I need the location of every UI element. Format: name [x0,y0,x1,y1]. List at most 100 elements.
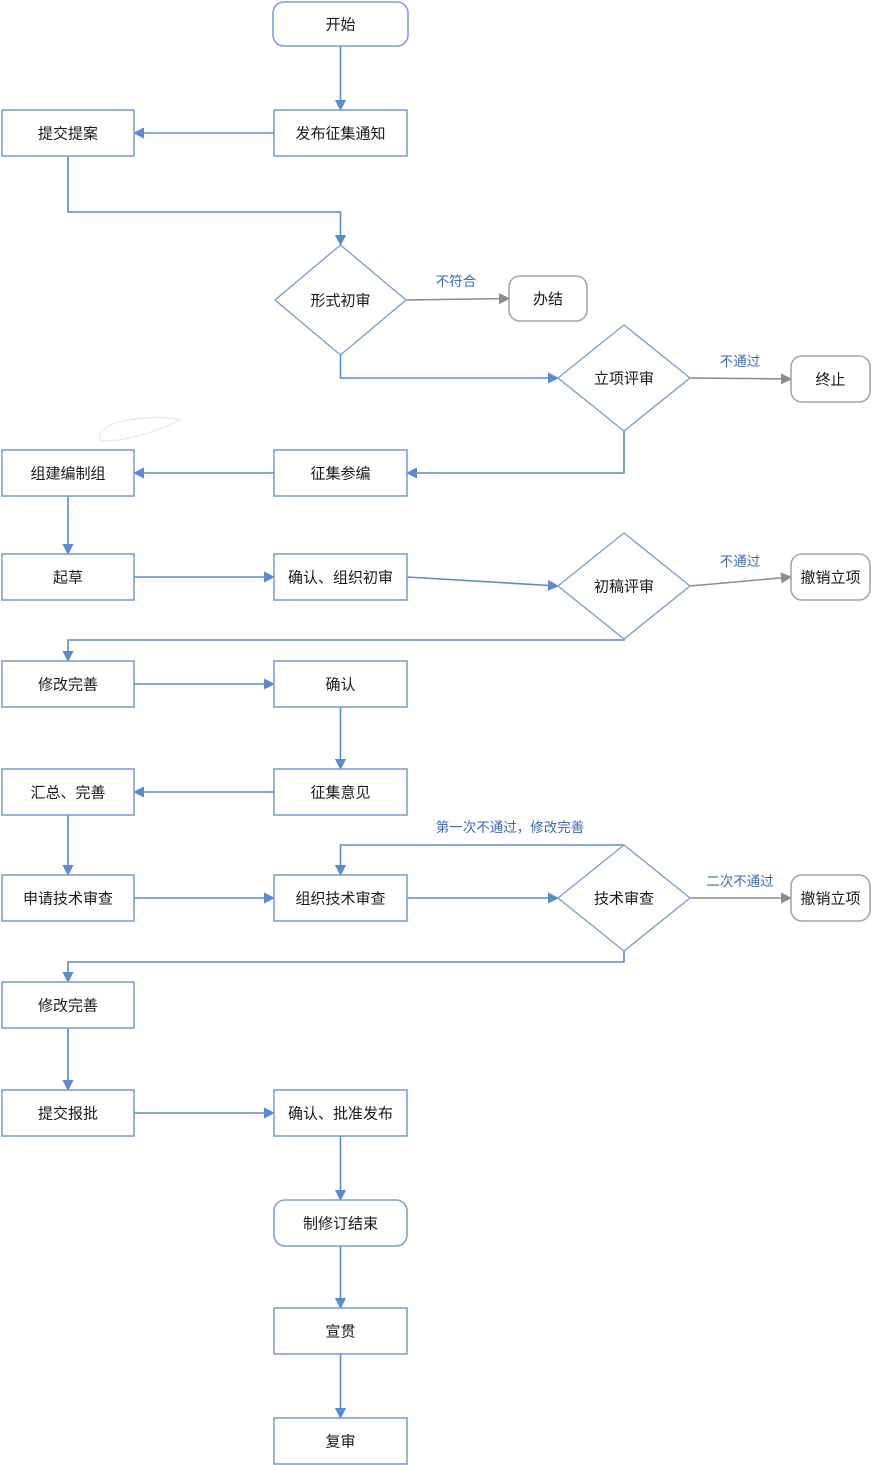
scan-artifact [99,416,182,442]
node-label: 撤销立项 [800,890,860,908]
edge-label-lbl-second: 二次不通过 [706,874,774,890]
node-shape-rect [1,874,135,922]
node-gatheropin[interactable]: 征集意见 [273,768,408,816]
node-applytech[interactable]: 申请技术审查 [1,874,135,922]
node-summarize[interactable]: 汇总、完善 [1,768,135,816]
node-shape-rounded [790,553,871,601]
node-cancel1[interactable]: 撤销立项 [790,553,871,601]
edge-projreview-to-recruit [405,431,625,479]
node-confirmorg[interactable]: 确认、组织初审 [273,553,408,601]
node-promote[interactable]: 宣贯 [273,1307,408,1355]
node-shape-rect [1,449,135,497]
node-projreview[interactable]: 立项评审 [556,324,692,432]
node-cancel2[interactable]: 撤销立项 [790,874,871,922]
node-shape-rect [273,553,408,601]
node-shape-rounded [272,1,409,47]
node-orgtech[interactable]: 组织技术审查 [273,874,408,922]
node-rereview[interactable]: 复审 [273,1417,408,1465]
edge-projreview-to-terminate [689,373,793,385]
edge-formcheck-to-closed [405,293,511,305]
node-shape-rect [273,768,408,816]
node-terminate[interactable]: 终止 [790,355,871,403]
node-formgroup[interactable]: 组建编制组 [1,449,135,497]
node-notice[interactable]: 发布征集通知 [273,109,408,157]
node-submit[interactable]: 提交提案 [1,109,135,157]
node-shape-rounded [508,275,588,322]
edge-label-lbl-buf: 不符合 [436,274,477,290]
node-label: 确认、组织初审 [288,569,393,587]
node-label: 确认、批准发布 [288,1105,393,1123]
node-label: 形式初审 [310,292,370,310]
node-revise1[interactable]: 修改完善 [1,660,135,708]
node-label: 初稿评审 [594,578,654,596]
edge-label-lbl-butong1: 不通过 [720,354,761,370]
node-label: 开始 [325,16,355,34]
node-label: 组建编制组 [30,465,105,483]
node-shape-diamond [556,844,692,952]
node-shape-rect [273,1307,408,1355]
node-approvepub[interactable]: 确认、批准发布 [273,1089,408,1137]
node-shape-rect [273,660,408,708]
node-shape-rect [1,1089,135,1137]
edge-techreview-to-revise2 [62,951,625,984]
node-recruit[interactable]: 征集参编 [273,449,408,497]
node-shape-rounded [790,874,871,922]
node-shape-rounded [273,1199,408,1247]
node-techreview[interactable]: 技术审查 [556,844,692,952]
edge-confirmorg-to-draftreview [406,576,560,591]
edge-label-lbl-first: 第一次不通过，修改完善 [436,819,585,836]
node-label: 组织技术审查 [295,890,385,908]
node-shape-diamond [556,532,692,640]
node-shape-rect [1,768,135,816]
node-label: 撤销立项 [800,569,860,587]
node-shape-rect [1,109,135,157]
node-draftreview[interactable]: 初稿评审 [556,532,692,640]
node-label: 制修订结束 [303,1215,378,1233]
node-formcheck[interactable]: 形式初审 [273,244,408,356]
node-shape-diamond [556,324,692,432]
node-label: 申请技术审查 [23,890,113,908]
node-confirm1[interactable]: 确认 [273,660,408,708]
edge-draftreview-to-revise1 [62,639,625,663]
node-label: 立项评审 [594,370,654,388]
node-label: 汇总、完善 [30,784,105,802]
node-start[interactable]: 开始 [272,1,409,47]
node-shape-rect [1,660,135,708]
edge-techreview-to-orgtech [334,844,624,877]
node-label: 提交报批 [38,1105,98,1123]
node-label: 宣贯 [325,1323,355,1341]
node-shape-rect [273,1417,408,1465]
node-shape-diamond [273,244,408,356]
node-label: 办结 [533,290,563,308]
node-label: 技术审查 [594,890,654,908]
edges-layer [62,46,793,1420]
node-shape-rect [1,553,135,601]
edge-label-lbl-butong2: 不通过 [720,554,761,570]
node-shape-rounded [790,355,871,403]
node-label: 征集参编 [310,465,370,483]
node-label: 起草 [53,569,83,587]
edge-formcheck-to-projreview [339,355,560,384]
node-submitappr[interactable]: 提交报批 [1,1089,135,1137]
node-label: 复审 [325,1433,355,1451]
node-draft[interactable]: 起草 [1,553,135,601]
node-label: 修改完善 [38,997,98,1015]
node-shape-rect [273,1089,408,1137]
node-shape-rect [273,109,408,157]
edge-submit-to-formcheck [67,156,347,247]
node-finish[interactable]: 制修订结束 [273,1199,408,1247]
node-revise2[interactable]: 修改完善 [1,981,135,1029]
node-shape-rect [1,981,135,1029]
edge-draftreview-to-cancel1 [689,572,793,587]
node-shape-rect [273,874,408,922]
node-label: 征集意见 [310,784,370,802]
node-label: 确认 [325,676,355,694]
node-label: 终止 [815,371,845,389]
node-label: 发布征集通知 [295,125,385,143]
node-closed[interactable]: 办结 [508,275,588,322]
node-label: 提交提案 [38,125,98,143]
